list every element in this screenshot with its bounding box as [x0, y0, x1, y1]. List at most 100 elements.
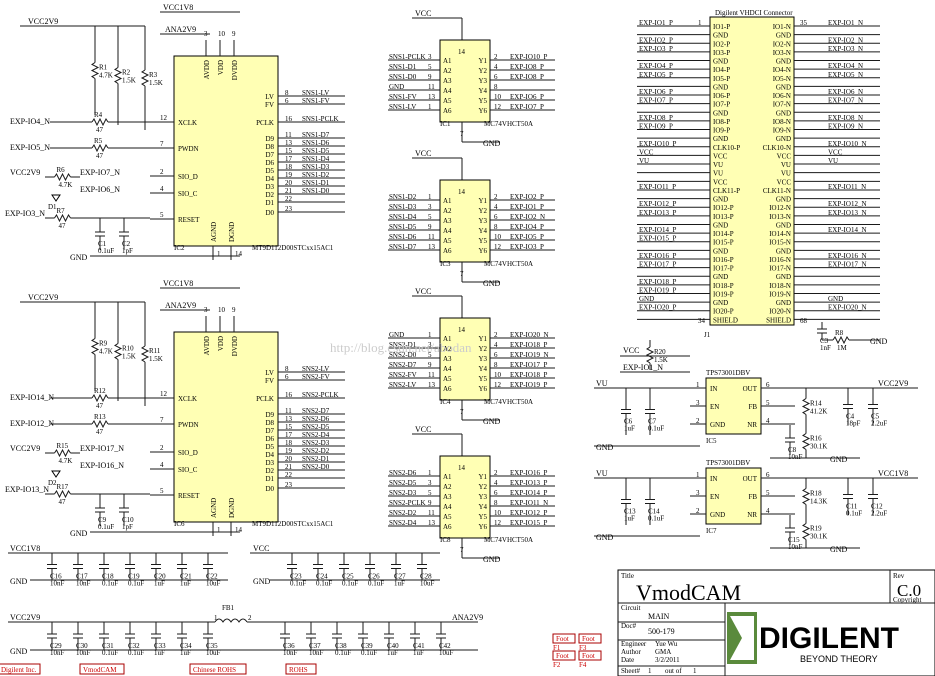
net-label: EXP-IO11_P	[639, 183, 676, 191]
capacitor-ref: C24	[316, 573, 328, 581]
pin-name: A4	[443, 503, 452, 511]
resistor-ref: R9	[99, 340, 108, 348]
pin-number: 1	[217, 250, 221, 258]
rail-label: VCC	[415, 425, 431, 434]
pin-name: Y4	[478, 365, 487, 373]
pin-name: RESET	[178, 216, 200, 224]
pin-name: D7	[265, 151, 274, 159]
sheet-label: Sheet#	[621, 667, 641, 675]
capacitor-ref: C19	[128, 573, 140, 581]
pin-number: 20	[285, 455, 293, 463]
pin-number: 4	[766, 507, 770, 515]
capacitor-ref: C2	[122, 240, 131, 248]
pin-name: IO3-N	[773, 49, 791, 57]
pin-name: IO5-P	[713, 75, 730, 83]
net-label: EXP-IO8_N	[828, 114, 863, 122]
pin-number: 1	[428, 193, 432, 201]
buffer-chip	[439, 455, 491, 539]
pin-name: D7	[265, 427, 274, 435]
image-sensor-chip	[173, 331, 279, 523]
resistor-ref: R10	[122, 345, 134, 353]
diode-symbol	[51, 470, 61, 478]
capacitor-ref: C32	[128, 642, 140, 650]
gnd-label: GND	[70, 529, 88, 538]
resistor-symbol	[54, 448, 71, 458]
net-label: EXP-IO11_N	[828, 183, 866, 191]
net-label: SNS1-D0	[302, 187, 330, 195]
pin-number: 5	[428, 351, 432, 359]
rail-label: VCC1V8	[10, 544, 40, 553]
buffer-chip	[439, 317, 491, 401]
capacitor-ref: C29	[50, 642, 62, 650]
pin-name: D3	[265, 459, 274, 467]
connector-ref: J1	[704, 331, 711, 339]
resistor-symbol	[90, 62, 100, 79]
chip-part: MC74VHCT50A	[484, 398, 533, 406]
net-label: SNS1-D5	[389, 223, 417, 231]
rail-label: ANA2V9	[165, 25, 196, 34]
pin-name: IO5-N	[773, 75, 791, 83]
pin-name: GND	[776, 135, 791, 143]
chip-part: MC74VHCT50A	[484, 536, 533, 544]
pin-name: A1	[443, 473, 452, 481]
pin-name: GND	[713, 109, 728, 117]
pin-name: IO12-N	[769, 204, 791, 212]
pin-name: IO1-P	[713, 23, 730, 31]
of-label: out of	[665, 667, 682, 675]
pin-name: AVDD	[203, 60, 211, 79]
net-label: SNS2-FV	[389, 371, 417, 379]
pin-name: A6	[443, 385, 452, 393]
decoupling-vcc: VCCC230.1uFC240.1uFC250.1uFC260.1uFC271u…	[250, 544, 440, 588]
pin-number: 3	[204, 30, 208, 38]
pin-name: D1	[265, 199, 274, 207]
rail-label: VCC	[253, 544, 269, 553]
net-label: EXP-IO1_P	[639, 19, 673, 27]
pin-name: Y4	[478, 87, 487, 95]
copyright-label: Copyright	[893, 596, 921, 604]
capacitor-value: 2.2uF	[871, 510, 887, 518]
pin-name: IO15-P	[713, 239, 734, 247]
footprint-box	[578, 633, 602, 644]
resistor-ref: R17	[57, 483, 69, 491]
pin-name: A4	[443, 365, 452, 373]
net-label: EXP-IO2_N	[828, 36, 863, 44]
capacitor-value: 10nF	[50, 649, 65, 657]
pin-name: IO14-N	[769, 230, 791, 238]
chip-ref: IC8	[440, 536, 451, 544]
net-label: VCC	[639, 148, 654, 156]
net-label: EXP-IO8_P	[639, 114, 673, 122]
rail-label: VCC	[415, 287, 431, 296]
pin-name: DGND	[228, 498, 236, 518]
net-label: EXP-IO1_P	[510, 203, 544, 211]
pin-name: GND	[713, 135, 728, 143]
pin-name: Y3	[478, 493, 487, 501]
logo-name: DIGILENT	[759, 622, 899, 655]
capacitor-ref: C17	[76, 573, 88, 581]
diode-symbol	[51, 194, 61, 202]
pin-number: 1	[428, 103, 432, 111]
pin-number: 3	[696, 399, 700, 407]
net-label: EXP-IO18_P	[639, 278, 676, 286]
pin-number: 4	[494, 63, 498, 71]
capacitor-ref: C31	[102, 642, 114, 650]
resistor-symbol	[832, 335, 850, 345]
pin-name: Y1	[478, 335, 487, 343]
net-label: SNS1-PCLK	[389, 53, 426, 61]
capacitor-value: 2.2uF	[871, 420, 887, 428]
net-label: EXP-IO6_P	[639, 88, 673, 96]
pin-number: 1	[696, 381, 700, 389]
capacitor-value: 18pF	[846, 420, 861, 428]
pin-name: IO3-P	[713, 49, 730, 57]
doc-label: Doc#	[621, 622, 637, 630]
capacitor-ref: C41	[413, 642, 425, 650]
resistor-value: 14.3K	[810, 498, 827, 506]
pin-name: Y3	[478, 77, 487, 85]
capacitor-ref: C20	[154, 573, 166, 581]
resistor-symbol	[91, 419, 109, 429]
net-label: SNS1-D2	[389, 193, 417, 201]
pin-name: Y2	[478, 207, 487, 215]
pin-name: A2	[443, 345, 452, 353]
net-label: EXP-IO7_P	[510, 103, 544, 111]
resistor-symbol	[54, 213, 71, 223]
